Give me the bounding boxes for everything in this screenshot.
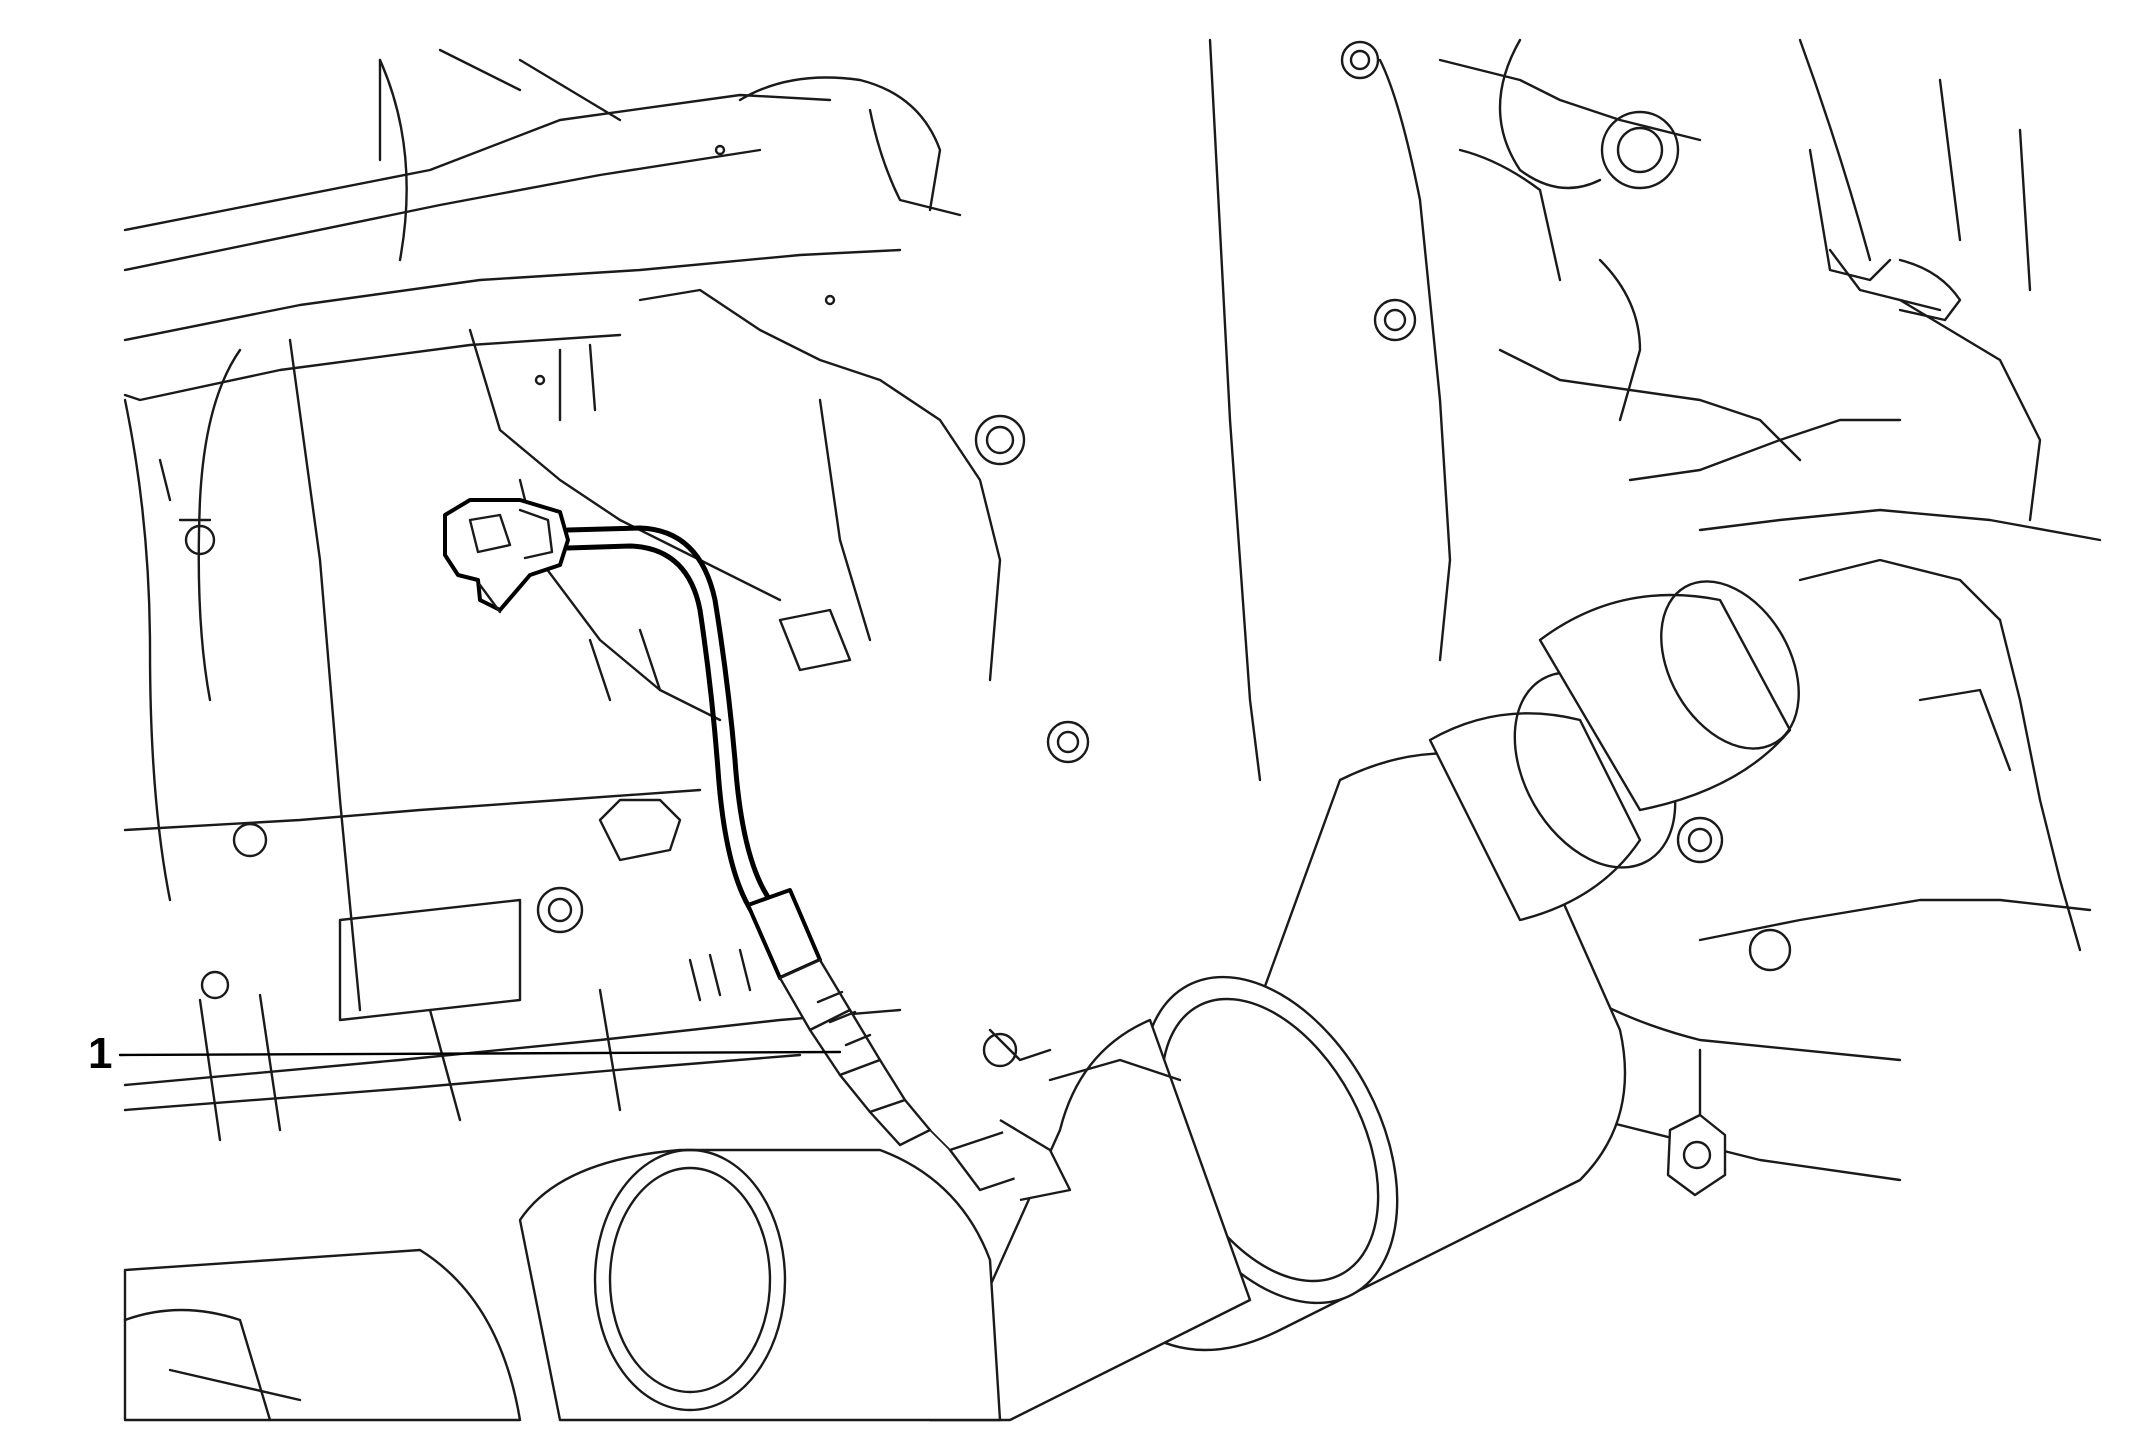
catalytic-converter <box>123 580 1800 1422</box>
engine-block <box>1208 38 2102 1197</box>
transmission-housing <box>123 48 1090 1142</box>
callout-number-1: 1 <box>88 1029 113 1078</box>
heated-oxygen-sensor <box>443 498 951 1151</box>
callout-1-leader <box>118 1050 842 1057</box>
